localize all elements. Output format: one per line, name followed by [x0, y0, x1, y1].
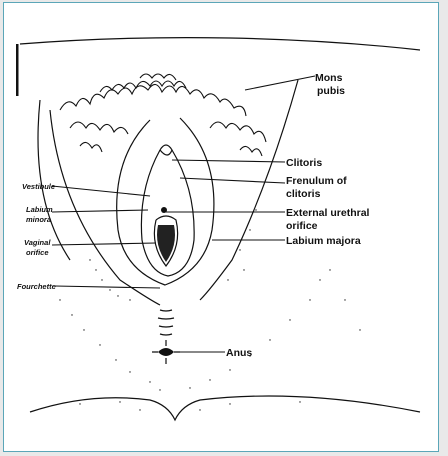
label-frenulum-2: clitoris [286, 188, 321, 200]
leader-mons [244, 75, 316, 91]
leader-fourchette [54, 285, 161, 289]
label-labium-majora: Labium majora [286, 235, 361, 247]
label-fourchette: Fourchette [17, 282, 56, 291]
label-mons-1: Mons [315, 72, 343, 84]
label-labium-minora-1: Labium [26, 205, 53, 214]
label-clitoris: Clitoris [286, 157, 322, 169]
left-outer-outline [37, 99, 71, 261]
right-thigh-outline [199, 79, 299, 301]
label-vestibule: Vestibule [22, 182, 55, 191]
label-mons-2: pubis [317, 85, 345, 97]
vaginal-orifice-fill [157, 225, 175, 262]
label-vaginal-1: Vaginal [24, 238, 51, 247]
stippling [59, 209, 361, 411]
top-outline [19, 37, 421, 51]
clitoris-shape [159, 144, 173, 156]
urethral-orifice-shape [161, 207, 167, 213]
leader-clitoris [171, 159, 286, 163]
anus-shape [158, 348, 174, 356]
leader-labium-minora [51, 209, 149, 213]
pubic-hair [59, 73, 267, 157]
leader-vestibule [51, 185, 151, 197]
perineum-ridges [157, 309, 175, 336]
vaginal-orifice-shape [153, 215, 179, 267]
labia-minora-outline [140, 149, 195, 277]
label-vaginal-2: orifice [26, 248, 49, 257]
frame-bar [16, 44, 19, 96]
buttocks-outline [29, 395, 421, 422]
label-urethral-2: orifice [286, 220, 318, 232]
leader-vaginal [51, 242, 157, 246]
label-frenulum-1: Frenulum of [286, 175, 347, 187]
leader-frenulum [179, 177, 286, 184]
label-anus: Anus [226, 347, 252, 359]
label-labium-minora-2: minora [26, 215, 51, 224]
left-thigh-outline [49, 109, 161, 306]
figure-frame [3, 2, 439, 452]
label-urethral-1: External urethral [286, 207, 370, 219]
